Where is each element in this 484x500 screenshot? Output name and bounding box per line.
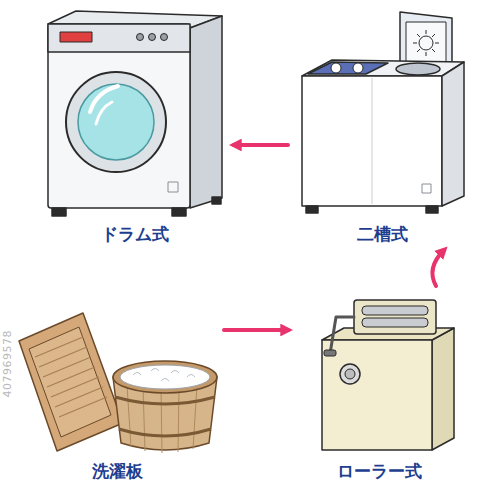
drum-washer <box>48 11 222 216</box>
washboard <box>19 313 123 451</box>
drum-washer-node: ドラム式 <box>40 8 230 246</box>
node-caption: ローラー式 <box>337 459 422 483</box>
node-caption: 洗濯板 <box>92 459 143 483</box>
roller-washer <box>322 300 454 450</box>
progress-arrow <box>234 143 288 147</box>
roller-washer-illustration <box>292 290 467 455</box>
twin-tub-node: 二槽式 <box>292 8 472 246</box>
node-caption: ドラム式 <box>101 222 169 246</box>
progress-arrow <box>224 328 288 332</box>
node-caption: 二槽式 <box>357 222 408 246</box>
twin-tub-washer <box>302 12 464 213</box>
progress-arrow <box>432 250 444 286</box>
twin-tub-illustration <box>292 8 472 218</box>
wash-tub <box>113 361 217 453</box>
watermark-number: 407969578 <box>1 330 14 398</box>
roller-washer-node: ローラー式 <box>292 290 467 483</box>
washboard-illustration <box>15 305 220 455</box>
drum-washer-illustration <box>40 8 230 218</box>
washboard-node: 洗濯板 <box>15 305 220 483</box>
